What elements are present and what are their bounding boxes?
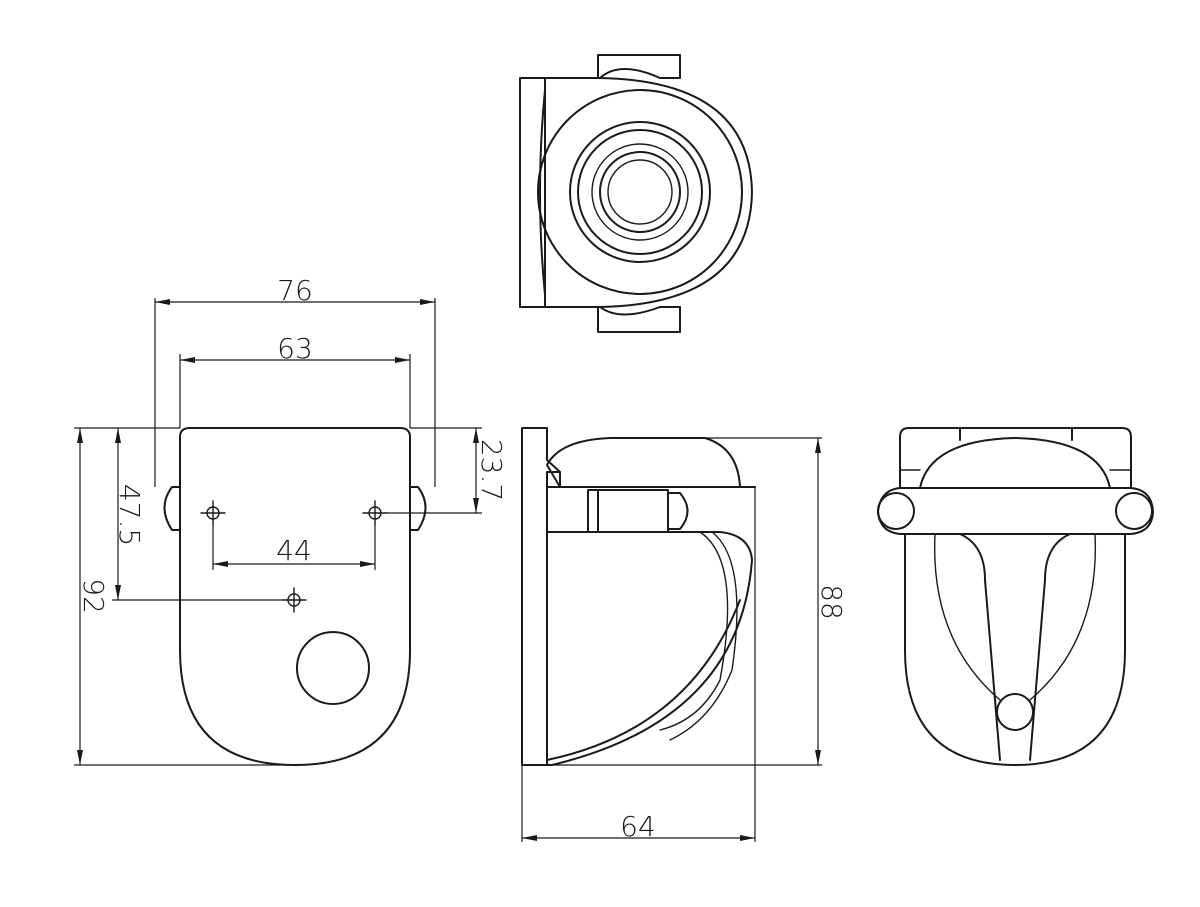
dim-44-label: 44 [276, 534, 312, 567]
front-view [163, 427, 427, 766]
back-view [877, 427, 1154, 766]
dim-64-label: 64 [620, 810, 656, 843]
dim-88-label: 88 [815, 584, 848, 620]
dim-92-label: 92 [77, 578, 110, 614]
dim-23-7-label: 23.7 [475, 439, 508, 501]
dim-76-label: 76 [277, 274, 313, 307]
top-view [519, 54, 753, 333]
side-view [521, 427, 822, 766]
dim-63-label: 63 [277, 332, 313, 365]
side-view-dimensions [521, 437, 822, 842]
dim-47-5-label: 47.5 [113, 484, 146, 546]
front-view-dimensions [74, 298, 482, 766]
